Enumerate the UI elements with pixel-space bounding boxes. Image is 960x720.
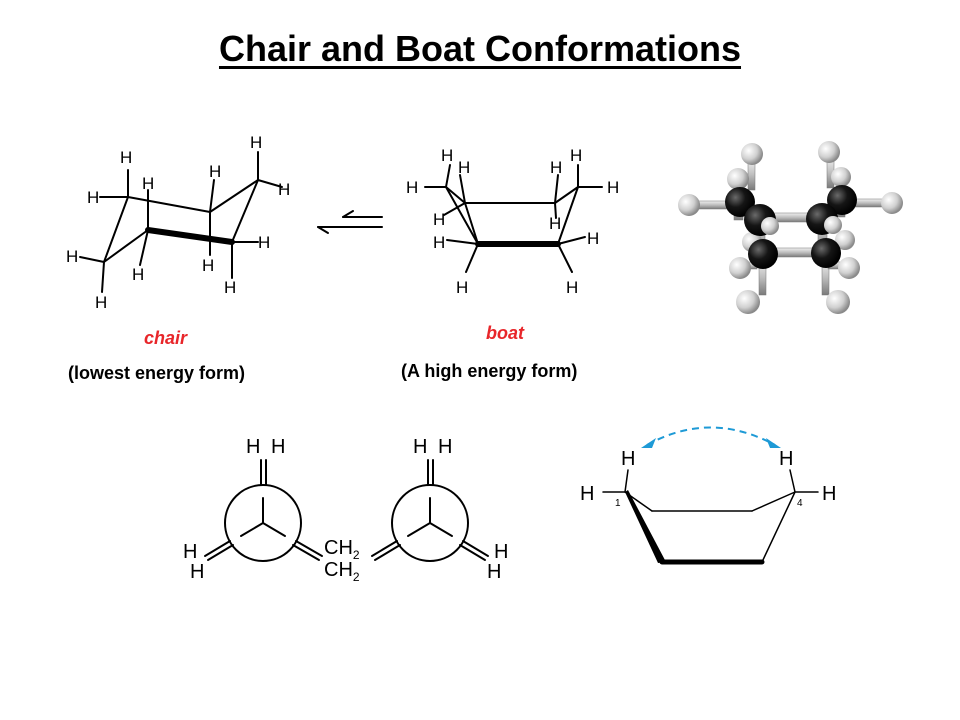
arrowhead <box>766 438 781 448</box>
h-atom: H <box>822 483 836 505</box>
chair-structure <box>79 151 283 293</box>
h-atom: H <box>95 293 107 312</box>
hydrogen-ball <box>835 230 855 250</box>
carbon-ball <box>827 185 857 215</box>
h-atom: H <box>779 448 793 470</box>
h-atom: H <box>438 436 452 458</box>
boat-label: boat <box>486 323 524 343</box>
h-atom: H <box>570 146 582 165</box>
h-atom: H <box>271 436 285 458</box>
h-atom: H <box>621 448 635 470</box>
carbon-ball <box>811 238 841 268</box>
newman-projections <box>204 459 489 562</box>
h-atom: H <box>142 174 154 193</box>
h-atom: H <box>456 278 468 297</box>
h-atom: H <box>190 561 204 583</box>
h-atom: H <box>250 133 262 152</box>
hydrogen-ball <box>761 217 779 235</box>
hydrogen-ball <box>727 168 749 190</box>
h-atom: H <box>580 483 594 505</box>
ch2-group-lower: CH2 <box>324 559 360 584</box>
h-atom: H <box>406 178 418 197</box>
page-title: Chair and Boat Conformations <box>218 28 742 69</box>
boat-hydrogen-labels: H H H H H H H H H H H H <box>406 146 619 297</box>
wedge-bond <box>625 490 666 563</box>
h-atom: H <box>413 436 427 458</box>
h-atom: H <box>66 247 78 266</box>
carbon-ball <box>748 239 778 269</box>
flagpole-labels: H H H H 1 4 <box>580 448 836 509</box>
h-atom: H <box>183 541 197 563</box>
h-atom: H <box>433 233 445 252</box>
ball-and-stick-model <box>678 141 903 314</box>
newman-labels: H H H H H H H H CH2 CH2 <box>183 436 508 584</box>
hydrogen-ball <box>824 216 842 234</box>
boat-flagpole-structure <box>602 469 819 565</box>
hydrogen-ball <box>818 141 840 163</box>
boat-structure <box>424 164 603 273</box>
h-atom: H <box>278 180 290 199</box>
h-atom: H <box>258 233 270 252</box>
h-atom: H <box>209 162 221 181</box>
hydrogen-ball <box>741 143 763 165</box>
h-atom: H <box>202 256 214 275</box>
hydrogen-ball <box>838 257 860 279</box>
h-atom: H <box>550 158 562 177</box>
h-atom: H <box>87 188 99 207</box>
h-atom: H <box>441 146 453 165</box>
boat-caption: (A high energy form) <box>401 361 578 381</box>
ch2-group-upper: CH2 <box>324 537 360 562</box>
h-atom: H <box>246 436 260 458</box>
h-atom: H <box>132 265 144 284</box>
h-atom: H <box>607 178 619 197</box>
h-atom: H <box>549 214 561 233</box>
h-atom: H <box>458 158 470 177</box>
hydrogen-ball <box>678 194 700 216</box>
hydrogen-ball <box>826 290 850 314</box>
chair-label: chair <box>144 328 188 348</box>
carbon-ball <box>725 187 755 217</box>
hydrogen-ball <box>736 290 760 314</box>
carbon-number: 4 <box>797 498 803 509</box>
flagpole-interaction-arrow <box>646 426 776 446</box>
h-atom: H <box>487 561 501 583</box>
hydrogen-ball <box>729 257 751 279</box>
h-atom: H <box>494 541 508 563</box>
chair-hydrogen-labels: H H H H H H H H H H H H <box>66 133 290 312</box>
hydrogen-ball <box>831 167 851 187</box>
arrowhead <box>641 438 656 448</box>
equilibrium-arrows <box>317 210 383 234</box>
carbon-number: 1 <box>615 498 621 509</box>
h-atom: H <box>587 229 599 248</box>
h-atom: H <box>433 210 445 229</box>
h-atom: H <box>120 148 132 167</box>
h-atom: H <box>224 278 236 297</box>
h-atom: H <box>566 278 578 297</box>
chair-caption: (lowest energy form) <box>68 363 246 383</box>
hydrogen-ball <box>881 192 903 214</box>
